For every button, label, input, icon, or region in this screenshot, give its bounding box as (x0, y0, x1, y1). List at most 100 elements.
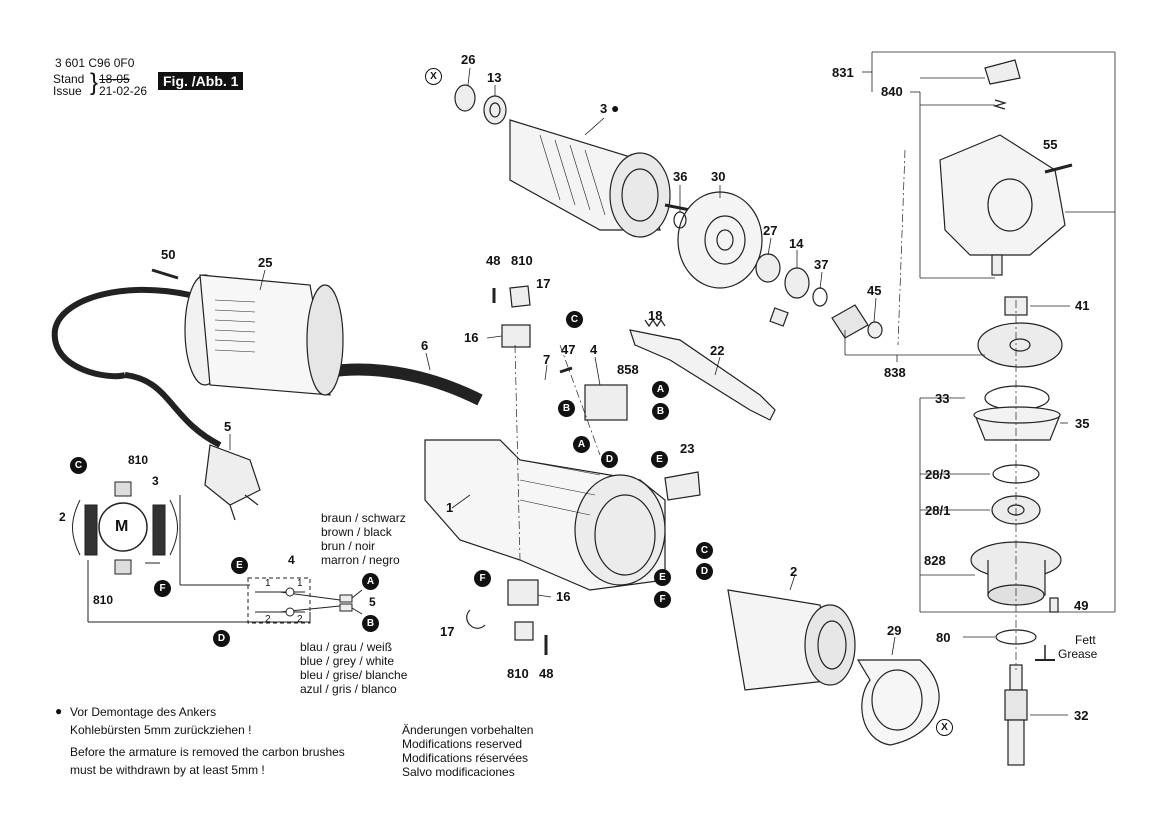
part-16-bottom: 16 (556, 589, 571, 604)
part-16-top: 16 (464, 330, 479, 345)
part-2: 2 (790, 564, 798, 579)
wire-color-en: brown / black (321, 525, 392, 539)
part-858: 858 (617, 362, 639, 377)
part-49: 49 (1074, 598, 1089, 613)
badge-f-lower: F (474, 570, 491, 587)
stator-drawing (727, 589, 856, 691)
switch-drawing (584, 384, 628, 421)
stand-old-date: 18-05 (99, 72, 130, 86)
part-28-3: 28/3 (925, 467, 951, 482)
terminal-1a: 1 (265, 578, 271, 589)
modifications-es: Salvo modificaciones (402, 765, 515, 779)
guard-drawing (856, 659, 940, 746)
badge-a-right: A (652, 381, 669, 398)
part-45: 45 (867, 283, 882, 298)
part-1: 1 (446, 500, 454, 515)
badge-b-wiring: B (362, 615, 379, 632)
part-13: 13 (487, 70, 502, 85)
part-32: 32 (1074, 708, 1089, 723)
fan-drawing (677, 191, 763, 289)
gear-head-drawing (939, 134, 1066, 256)
part-small (769, 307, 789, 327)
part-831: 831 (832, 65, 854, 80)
badge-b-left: B (558, 400, 575, 417)
part-55: 55 (1043, 137, 1058, 152)
wire-colors-bottom: blau / grau / weiß blue / grey / white b… (300, 640, 407, 696)
part-17-bottom: 17 (440, 624, 455, 639)
wire-color-es-2: azul / gris / blanco (300, 682, 397, 696)
part-810-top: 810 (511, 253, 533, 268)
part-22: 22 (710, 343, 725, 358)
part-838: 838 (884, 365, 906, 380)
badge-d-mid: D (601, 451, 618, 468)
wiring-diagram-drawing (72, 481, 363, 624)
part-23: 23 (680, 441, 695, 456)
part-80: 80 (936, 630, 951, 645)
badge-f-stator: F (654, 591, 671, 608)
part-41: 41 (1075, 298, 1090, 313)
clip-840 (984, 59, 1021, 85)
washer-37 (812, 287, 828, 307)
note-bullet: ● (55, 704, 63, 718)
bearing-14 (784, 267, 810, 299)
issue-date: 21-02-26 (99, 84, 148, 98)
spindle-drawing (1004, 664, 1028, 766)
modifications-notice: Änderungen vorbehalten Modifications res… (402, 723, 533, 779)
note-en-line1: Before the armature is removed the carbo… (70, 745, 345, 759)
part-48-top: 48 (486, 253, 501, 268)
badge-d-stator: D (696, 563, 713, 580)
part-18: 18 (648, 308, 663, 323)
power-cord (51, 286, 191, 380)
badge-a-wiring: A (362, 573, 379, 590)
brush-holder-top (501, 324, 531, 348)
bevel-gear-drawing (977, 322, 1063, 368)
badge-f-wiring: F (154, 580, 171, 597)
wire-color-fr: brun / noir (321, 539, 376, 553)
pinion-drawing (831, 304, 869, 339)
part-6: 6 (421, 338, 429, 353)
wiring-4: 4 (288, 553, 295, 567)
spring-840 (992, 99, 1008, 110)
badge-a-left: A (573, 436, 590, 453)
bearing-13 (483, 95, 507, 125)
power-cord-2 (124, 372, 222, 448)
modifications-fr: Modifications réservées (402, 751, 529, 765)
badge-c-wiring: C (70, 457, 87, 474)
brush-810-bottom (514, 621, 534, 641)
motor-symbol: M (115, 518, 129, 535)
bearing-26 (454, 84, 476, 112)
wiring-5: 5 (369, 595, 376, 609)
figure-label: Fig. /Abb. 1 (158, 72, 244, 90)
part-50: 50 (161, 247, 176, 262)
badge-e-mid: E (651, 451, 668, 468)
motor-housing-drawing (424, 439, 666, 591)
wiring-810-bottom: 810 (93, 593, 114, 607)
part-35: 35 (1075, 416, 1090, 431)
terminal-2b: 2 (297, 614, 303, 625)
part-37: 37 (814, 257, 829, 272)
badge-e-stator: E (654, 569, 671, 586)
part-27: 27 (763, 223, 778, 238)
brush-810-top (509, 285, 531, 308)
switch-rod-drawing (629, 329, 776, 421)
modifications-de: Änderungen vorbehalten (402, 723, 534, 737)
part-30: 30 (711, 169, 726, 184)
part-3: 3 (600, 101, 608, 116)
badge-e-wiring: E (231, 557, 248, 574)
badge-d-wiring: D (213, 630, 230, 647)
housing-cover-drawing (184, 274, 344, 396)
stand-label: Stand (53, 72, 85, 86)
badge-c-top: C (566, 311, 583, 328)
note-de-line1: Vor Demontage des Ankers (70, 705, 217, 719)
screw-49 (1049, 597, 1059, 613)
marker-x-top: X (425, 68, 442, 85)
part-48-bottom: 48 (539, 666, 554, 681)
part-23 (664, 471, 701, 501)
screw-55 (1044, 163, 1073, 174)
screw-47 (559, 366, 573, 374)
drawing-code: 3 601 C96 0F0 (55, 56, 135, 70)
wiring-2: 2 (59, 510, 66, 524)
part-17-top: 17 (536, 276, 551, 291)
